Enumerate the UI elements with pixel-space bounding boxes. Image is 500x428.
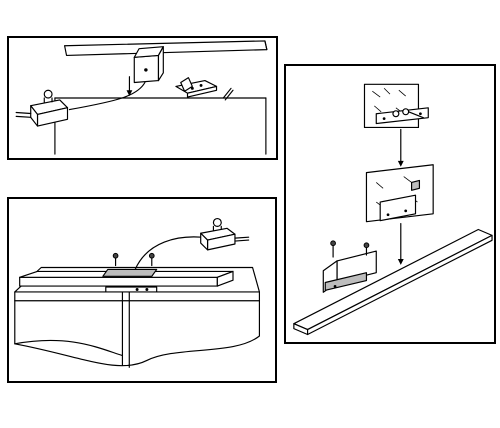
arrow-step-2: [397, 223, 404, 265]
top-left-diagram: [15, 40, 268, 155]
cable: [134, 236, 212, 271]
bar-clip: [105, 286, 158, 293]
bracket-slid-into-plate: [365, 164, 434, 223]
light-bar-with-screws: [293, 228, 493, 336]
panel-right: [284, 64, 496, 344]
mounting-plate: [102, 268, 158, 277]
panel-bottom-left: [7, 197, 277, 383]
arrow-step-1: [397, 128, 404, 167]
mounting-bracket: [175, 77, 218, 98]
junction-box: [133, 46, 164, 84]
light-bar: [64, 40, 268, 56]
transformer-box: [200, 217, 250, 251]
bottom-left-diagram: [14, 217, 261, 368]
screws: [112, 252, 155, 267]
bracket-on-wall-plate: [363, 83, 429, 129]
transformer-box: [15, 89, 69, 127]
cable: [68, 81, 146, 111]
panel-top-left: [7, 36, 278, 160]
slash-mark: [222, 87, 234, 101]
cabinet-doors: [14, 291, 261, 368]
right-diagram: [293, 83, 493, 336]
arrow-down: [126, 76, 133, 97]
